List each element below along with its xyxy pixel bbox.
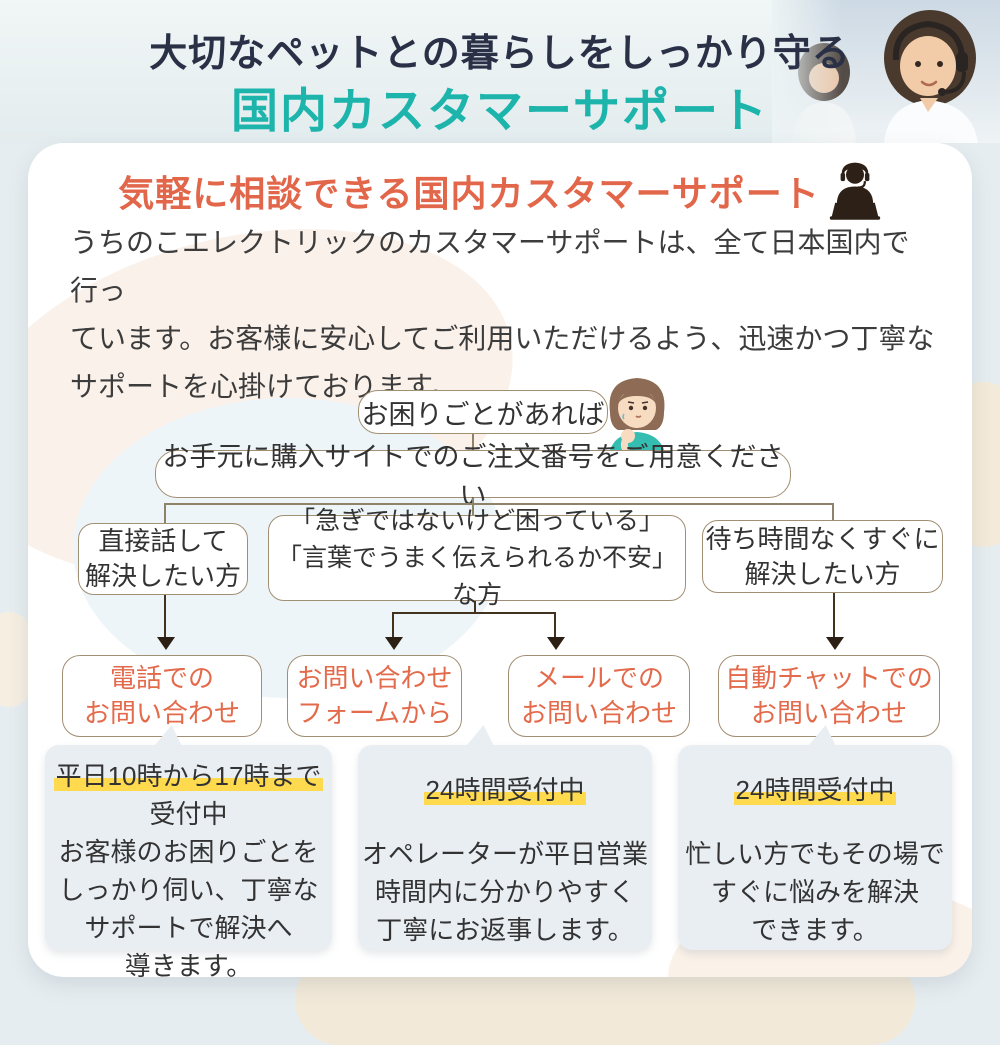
arrow-head [385,637,403,650]
note-body: お客様のお困りごとを しっかり伺い、丁寧な サポートで解決へ 導きます。 [58,837,319,977]
intro-text: うちのこエレクトリックのカスタマーサポートは、全て日本国内で行っ ています。お客… [70,227,935,402]
flow-start-box: お困りごとがあれば [358,390,608,434]
condition-chat-box: 待ち時間なくすぐに 解決したい方 [702,520,943,593]
flow-line [164,503,834,505]
condition-phone-box: 直接話して 解決したい方 [78,523,248,595]
card-heading: 気軽に相談できる国内カスタマーサポート [118,173,820,214]
arrow-stem [392,612,394,638]
channel-form-box: お問い合わせ フォームから [287,655,462,737]
flow-line [164,503,166,523]
flow-prepare-box: お手元に購入サイトでのご注文番号をご用意ください [155,442,791,511]
card-heading-row: 気軽に相談できる国内カスタマーサポート [28,159,972,223]
arrow-head [157,637,175,650]
channel-chat-box: 自動チャットでの お問い合わせ [718,655,940,737]
arrow-stem [164,595,166,638]
arrow-head [826,637,844,650]
note-tail [466,725,494,746]
support-operators-photo [772,0,1000,143]
support-card: 気軽に相談できる国内カスタマーサポート うちのこエレクトリ [28,143,972,977]
arrow-stem [392,612,556,614]
arrow-head [547,637,565,650]
header-title: 国内カスタマーサポート [230,84,770,137]
condition-form-mail-box: 「急ぎではないけど困っている」 「言葉でうまく伝えられるか不安」な方 [268,507,686,609]
note-body: オペレーターが平日営業 時間内に分かりやすく 丁寧にお返事します。 [361,839,648,945]
channel-mail-box: メールでの お問い合わせ [508,655,690,737]
flow-line [472,434,474,450]
header-banner: 大切なペットとの暮らしをしっかり守る 国内カスタマーサポート [0,0,1000,143]
note-body: 忙しい方でもその場で すぐに悩みを解決 できます。 [685,839,945,945]
headset-operator-icon [829,162,880,220]
channel-phone-box: 電話での お問い合わせ [62,655,262,737]
note-title: 平日10時から17時まで [53,761,324,791]
arrow-stem [833,593,835,638]
arrow-stem [554,612,556,638]
flow-line [472,498,474,504]
flow-line [832,503,834,521]
arrow-stem [474,601,476,613]
note-phone: 平日10時から17時まで 受付中 お客様のお困りごとを しっかり伺い、丁寧な サ… [45,725,332,977]
note-form-mail: 24時間受付中 オペレーターが平日営業 時間内に分かりやすく 丁寧にお返事します… [358,725,652,950]
flow-line [472,503,474,516]
note-chat: 24時間受付中 忙しい方でもその場で すぐに悩みを解決 できます。 [678,725,952,950]
note-title: 24時間受付中 [733,775,897,805]
note-title-line2: 受付中 [149,799,228,829]
foreground-operator [884,10,978,143]
header-tagline: 大切なペットとの暮らしをしっかり守る [149,33,851,75]
note-title: 24時間受付中 [423,775,587,805]
